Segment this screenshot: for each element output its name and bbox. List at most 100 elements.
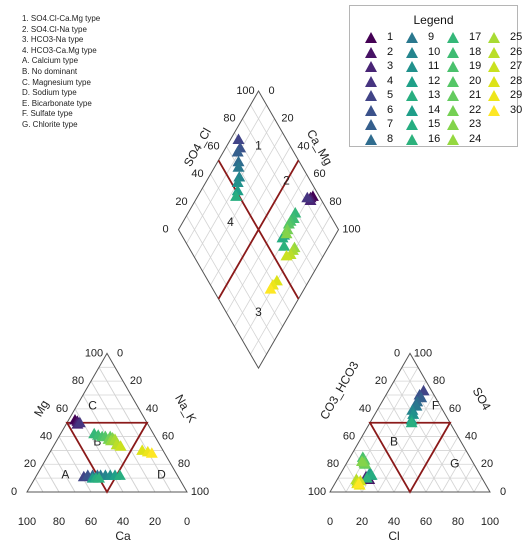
cation-mg-tick: 100 (85, 347, 103, 359)
legend-label: 10 (428, 45, 441, 58)
cation-ca-tick: 80 (53, 516, 65, 528)
anion-grid-line (425, 436, 459, 493)
anion-marker (407, 408, 420, 419)
cation-zone-label: D (157, 468, 166, 482)
legend-marker (365, 46, 377, 58)
legend-triangle-icon (406, 75, 418, 87)
diamond-marker (280, 249, 293, 261)
diamond-so4cl-tick: 20 (175, 196, 187, 208)
legend-triangle-icon (447, 119, 459, 130)
legend-marker (406, 32, 418, 43)
cation-marker (109, 433, 121, 444)
legend-label: 5 (387, 89, 394, 101)
anion-marker (356, 455, 368, 467)
legend-marker (406, 75, 418, 87)
legend-label: 6 (387, 103, 394, 116)
legend-marker (447, 119, 459, 130)
legend-marker (447, 90, 459, 101)
legend-marker (488, 32, 500, 43)
legend-triangle-icon (365, 104, 377, 116)
legend-triangle-icon (365, 61, 377, 72)
cation-grid-line (34, 477, 44, 493)
anion-co3-tick: 60 (343, 430, 355, 442)
legend-triangle-icon (406, 119, 418, 130)
legend-label: 16 (428, 132, 441, 145)
legend-label: 26 (510, 45, 523, 58)
cation-grid-line (42, 464, 60, 493)
diamond-camg-tick: 20 (281, 113, 293, 125)
legend-marker (406, 119, 418, 130)
legend-label: 25 (510, 31, 523, 43)
diamond-camg-tick: 80 (329, 196, 341, 208)
legend-marker (447, 133, 459, 145)
legend-marker (406, 61, 418, 72)
legend-triangle-icon (447, 61, 459, 72)
anion-so4-tick: 40 (465, 430, 477, 442)
diamond-so4cl-tick: 100 (236, 85, 254, 97)
legend-triangle-icon (488, 32, 500, 43)
legend-marker (365, 75, 377, 87)
anion-co3-tick: 40 (359, 403, 371, 415)
cation-marker (113, 469, 126, 480)
anion-marker (352, 477, 365, 489)
legend-triangle-icon (488, 61, 500, 72)
type-note: A. Calcium type (22, 56, 79, 66)
cation-ca-tick: 100 (18, 516, 36, 528)
legend-triangle-icon (447, 46, 459, 58)
legend-triangle-icon (406, 61, 418, 72)
anion-bottom-axis-label: Cl (388, 529, 399, 543)
legend-marker (406, 46, 418, 58)
diamond-marker (264, 283, 277, 294)
diamond-camg-tick: 0 (268, 85, 274, 97)
legend-marker (488, 46, 500, 58)
legend-triangle-icon (488, 104, 500, 116)
anion-grid-line (337, 477, 347, 493)
anion-zone-label: F (432, 398, 439, 412)
legend-label: 30 (510, 103, 523, 116)
legend-marker (365, 61, 377, 72)
cation-mg-tick: 80 (72, 375, 84, 387)
anion-marker (360, 472, 373, 483)
anion-grid-line (457, 464, 475, 493)
anion-left-axis-label: CO3_HCO3 (317, 359, 362, 422)
type-note: 3. HCO3-Na type (22, 35, 84, 45)
legend-label: 20 (469, 74, 482, 87)
anion-grid-line (377, 394, 435, 493)
legend-label: 28 (510, 74, 523, 87)
cation-na-tick: 40 (146, 403, 158, 415)
diamond-marker (289, 206, 302, 218)
legend-marker (447, 46, 459, 58)
diamond-so4cl-tick: 60 (207, 140, 219, 152)
legend-marker (406, 133, 418, 145)
legend-triangle-icon (447, 32, 459, 43)
cation-marker (114, 440, 127, 451)
legend-label: 23 (469, 118, 482, 130)
diamond-zone-line (217, 159, 300, 300)
anion-so4-tick: 60 (449, 403, 461, 415)
legend-label: 15 (428, 118, 441, 130)
legend-triangle-icon (447, 104, 459, 116)
cation-mg-tick: 40 (40, 430, 52, 442)
legend-label: 2 (387, 45, 394, 58)
legend-marker (488, 90, 500, 101)
legend-marker (365, 32, 377, 43)
diamond-so4cl-tick: 80 (223, 113, 235, 125)
legend-label: 12 (428, 74, 441, 87)
cation-na-tick: 100 (191, 486, 209, 498)
anion-cl-tick: 40 (388, 516, 400, 528)
anion-grid-line (385, 394, 443, 493)
legend-triangle-icon (406, 46, 418, 58)
legend-title: Legend (413, 13, 454, 27)
legend-label: 17 (469, 31, 482, 43)
anion-marker (406, 404, 419, 415)
type-note: F. Sulfate type (22, 109, 73, 119)
diamond-marker (281, 223, 294, 235)
cation-grid-line (98, 367, 172, 493)
diamond-marker (232, 155, 245, 167)
anion-grid-line (473, 477, 483, 493)
legend-triangle-icon (406, 32, 418, 43)
type-note: 2. SO4.Cl-Na type (22, 24, 87, 34)
diamond-so4cl-tick: 0 (162, 224, 168, 236)
diamond-zone-label: 2 (283, 173, 290, 187)
